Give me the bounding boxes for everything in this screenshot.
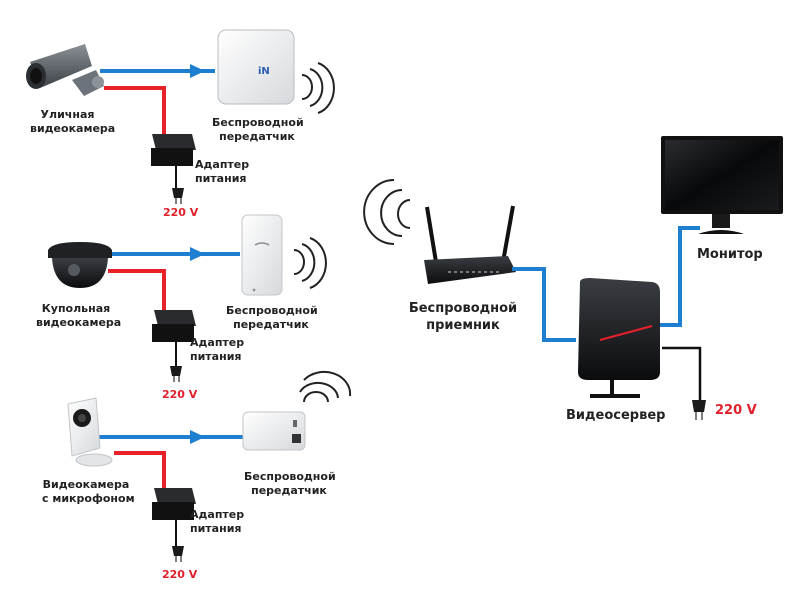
camera-label-line: видеокамера bbox=[36, 316, 122, 329]
camera-label-line: видеокамера bbox=[30, 122, 116, 135]
receiver-label-line: приемник bbox=[426, 318, 500, 333]
transmitter-label-line: Беспроводной bbox=[244, 470, 336, 483]
pocket-router-icon bbox=[242, 411, 306, 451]
camera-label-line: Видеокамера bbox=[42, 478, 130, 491]
cube-camera-icon bbox=[67, 397, 113, 467]
power-plug-icon bbox=[170, 366, 182, 382]
adapter-label-line: Адаптер bbox=[190, 336, 245, 349]
adapter-label-line: питания bbox=[190, 522, 242, 535]
camera-label-line: Купольная bbox=[41, 302, 111, 315]
monitor-icon bbox=[661, 136, 783, 234]
row-mic-camera bbox=[67, 370, 352, 562]
adapter-label: Адаптер питания bbox=[190, 508, 244, 536]
adapter-label: Адаптер питания bbox=[195, 158, 249, 186]
arrow-icon bbox=[190, 247, 205, 261]
power-line bbox=[114, 451, 166, 492]
transmitter-label-line: Беспроводной bbox=[212, 116, 304, 129]
power-plug-icon bbox=[172, 546, 184, 562]
adapter-label-line: Адаптер bbox=[195, 158, 250, 171]
radio-waves-icon bbox=[301, 62, 335, 114]
radio-waves-icon bbox=[299, 370, 352, 403]
radio-waves-icon bbox=[293, 237, 327, 289]
camera-label: Видеокамера с микрофоном bbox=[42, 478, 135, 506]
power-adapter-icon bbox=[152, 310, 196, 368]
server-power-cable bbox=[662, 346, 702, 402]
server-to-monitor-line bbox=[658, 226, 700, 327]
monitor-label: Монитор bbox=[697, 247, 763, 262]
mini-pc-icon bbox=[578, 278, 660, 398]
transmitter-label-line: передатчик bbox=[219, 130, 295, 143]
panel-antenna-icon: iN bbox=[217, 29, 295, 105]
arrow-icon bbox=[190, 430, 205, 444]
receiver-section bbox=[363, 179, 516, 284]
outdoor-cpe-icon bbox=[241, 214, 283, 296]
receiver-label-line: Беспроводной bbox=[408, 301, 518, 316]
transmitter-label-line: передатчик bbox=[233, 318, 309, 331]
transmitter-label-line: Беспроводной bbox=[226, 304, 318, 317]
camera-label: Купольная видеокамера bbox=[36, 302, 122, 330]
row-street-camera: iN bbox=[26, 29, 335, 204]
transmitter-label: Беспроводной передатчик bbox=[244, 470, 336, 498]
camera-label: Уличная видеокамера bbox=[30, 108, 116, 136]
power-line bbox=[108, 269, 166, 314]
transmitter-label: Беспроводной передатчик bbox=[226, 304, 318, 332]
receiver-to-server-line bbox=[512, 267, 576, 342]
radio-waves-icon bbox=[363, 179, 411, 245]
power-line bbox=[104, 86, 166, 134]
server-label: Видеосервер bbox=[566, 408, 666, 423]
camera-label-line: с микрофоном bbox=[42, 492, 135, 505]
adapter-label-line: питания bbox=[195, 172, 247, 185]
camera-label-line: Уличная bbox=[40, 108, 95, 121]
transmitter-label-line: передатчик bbox=[251, 484, 327, 497]
power-plug-icon bbox=[172, 188, 184, 204]
server-voltage-label: 220 V bbox=[715, 403, 757, 418]
row-dome-camera bbox=[48, 214, 327, 382]
voltage-label: 220 V bbox=[163, 206, 199, 219]
adapter-label-line: Адаптер bbox=[190, 508, 245, 521]
power-plug-icon bbox=[692, 400, 706, 420]
voltage-label: 220 V bbox=[162, 568, 198, 581]
voltage-label: 220 V bbox=[162, 388, 198, 401]
power-adapter-icon bbox=[151, 134, 196, 190]
svg-text:iN: iN bbox=[258, 66, 270, 77]
arrow-icon bbox=[190, 64, 205, 78]
power-adapter-icon bbox=[152, 488, 196, 548]
receiver-label: Беспроводной приемник bbox=[408, 300, 518, 334]
transmitter-label: Беспроводной передатчик bbox=[212, 116, 304, 144]
adapter-label: Адаптер питания bbox=[190, 336, 244, 364]
dome-camera-icon bbox=[48, 242, 112, 288]
bullet-camera-icon bbox=[26, 44, 104, 96]
wifi-router-icon bbox=[424, 205, 516, 284]
adapter-label-line: питания bbox=[190, 350, 242, 363]
